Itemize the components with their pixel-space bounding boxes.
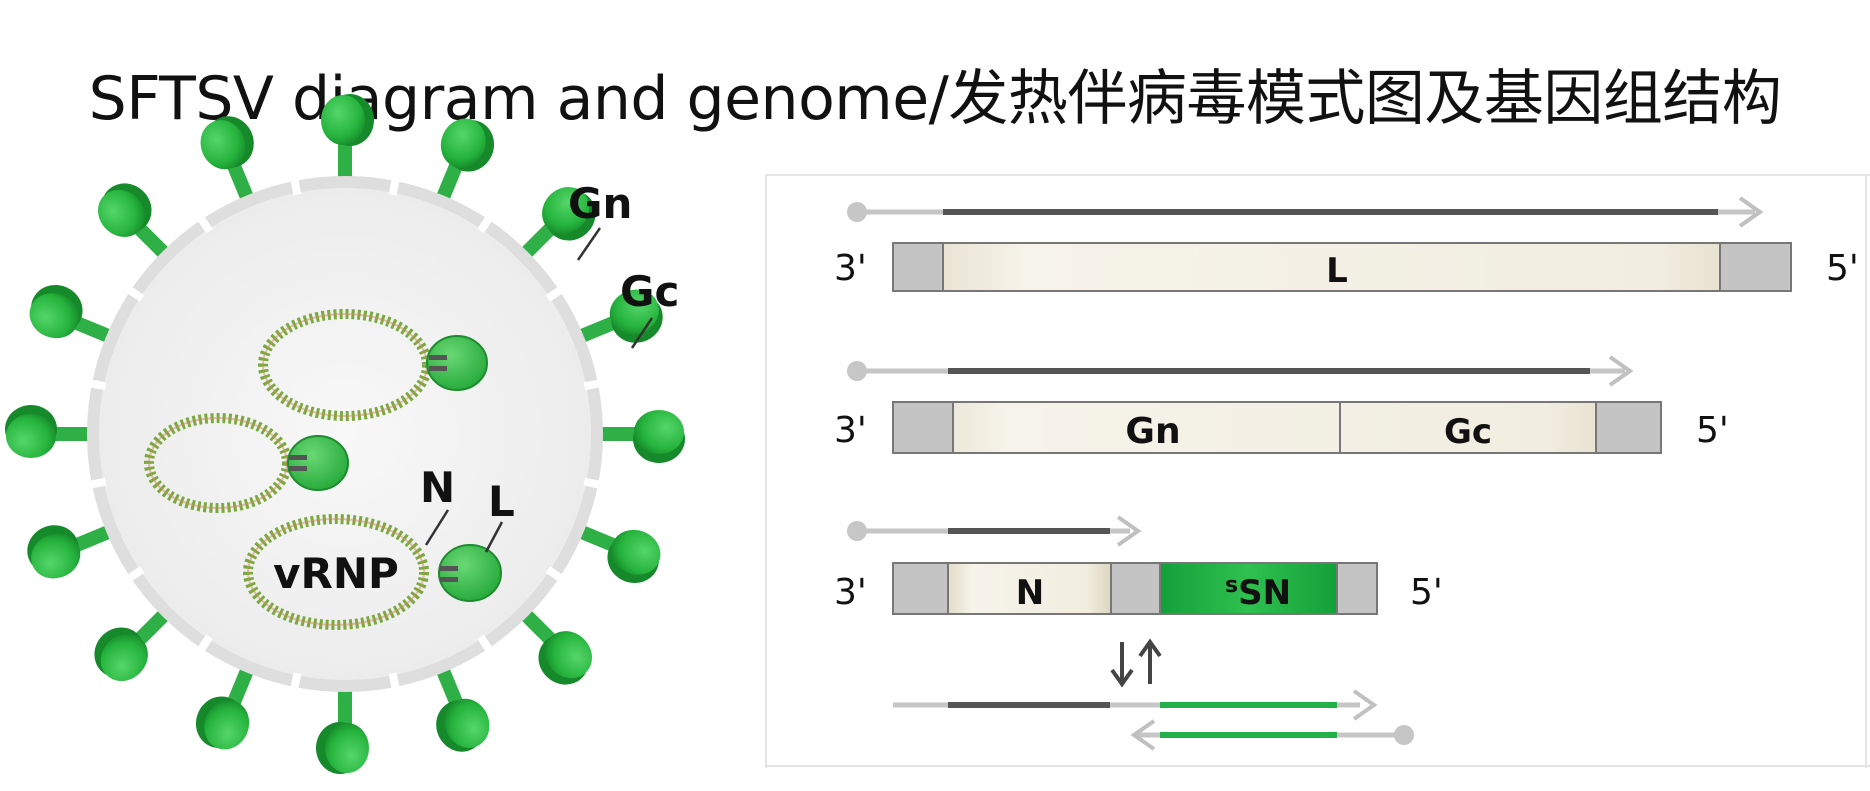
gene-gc: Gc xyxy=(1444,412,1492,452)
spike xyxy=(430,653,490,752)
gene-gn: Gn xyxy=(1125,411,1180,452)
n-leader-line xyxy=(424,509,450,546)
rnp-complex-bottom xyxy=(243,514,502,630)
envelope-pore xyxy=(477,634,493,653)
envelope-pore xyxy=(545,286,564,302)
envelope-pore xyxy=(477,215,493,234)
spike xyxy=(27,519,126,579)
envelope-pore xyxy=(126,286,145,302)
s-5prime: 5' xyxy=(1410,572,1443,613)
segment-m: 3' 5' Gn Gc xyxy=(834,355,1729,454)
label-gc: Gc xyxy=(620,267,679,316)
label-l: L xyxy=(488,477,515,526)
glycoprotein-spikes xyxy=(5,94,685,774)
envelope-pore xyxy=(197,634,213,653)
label-vrnp: vRNP xyxy=(273,549,399,598)
s-3prime: 3' xyxy=(834,572,867,613)
gn-leader-line xyxy=(576,227,602,261)
spike xyxy=(97,183,181,270)
envelope-pores xyxy=(89,178,601,690)
gene-ns-label: SN xyxy=(1238,573,1291,613)
gene-ns-superscript: s xyxy=(1225,573,1238,598)
l-leader-line xyxy=(484,521,504,553)
rnp-complex-top xyxy=(258,309,488,421)
segment-l: 3' 5' L xyxy=(834,196,1859,292)
spike xyxy=(29,284,126,349)
segment-s: 3' 5' N sSN xyxy=(834,515,1443,751)
envelope-pore xyxy=(290,672,302,690)
envelope-pore xyxy=(545,566,564,582)
gc-leader-line xyxy=(630,317,654,349)
rnp-complex-middle xyxy=(144,413,349,513)
spike xyxy=(94,598,181,682)
envelope-pore xyxy=(89,379,107,391)
mrna-n xyxy=(893,689,1378,721)
gene-n: N xyxy=(1016,573,1044,613)
envelope-pore xyxy=(89,477,107,489)
transcription-arrows xyxy=(1110,638,1162,688)
envelope-pore xyxy=(126,566,145,582)
spike xyxy=(5,405,105,458)
envelope-pore xyxy=(290,178,302,196)
envelope-pore xyxy=(388,178,400,196)
envelope-pore xyxy=(583,477,601,489)
l-5prime: 5' xyxy=(1826,248,1859,289)
label-n: N xyxy=(420,463,455,512)
envelope-pore xyxy=(583,379,601,391)
l-3prime: 3' xyxy=(834,248,867,289)
mrna-ns xyxy=(1130,719,1414,751)
envelope-pore xyxy=(388,672,400,690)
gene-ns: sSN xyxy=(1225,573,1291,613)
genome-panel: 3' 5' L 3' 5' Gn Gc 3 xyxy=(765,174,1870,768)
envelope-pore xyxy=(197,215,213,234)
m-3prime: 3' xyxy=(834,410,867,451)
gene-l: L xyxy=(1326,251,1348,291)
virion: Gn Gc N L vRNP xyxy=(5,94,685,774)
label-gn: Gn xyxy=(568,179,632,228)
m-5prime: 5' xyxy=(1696,410,1729,451)
